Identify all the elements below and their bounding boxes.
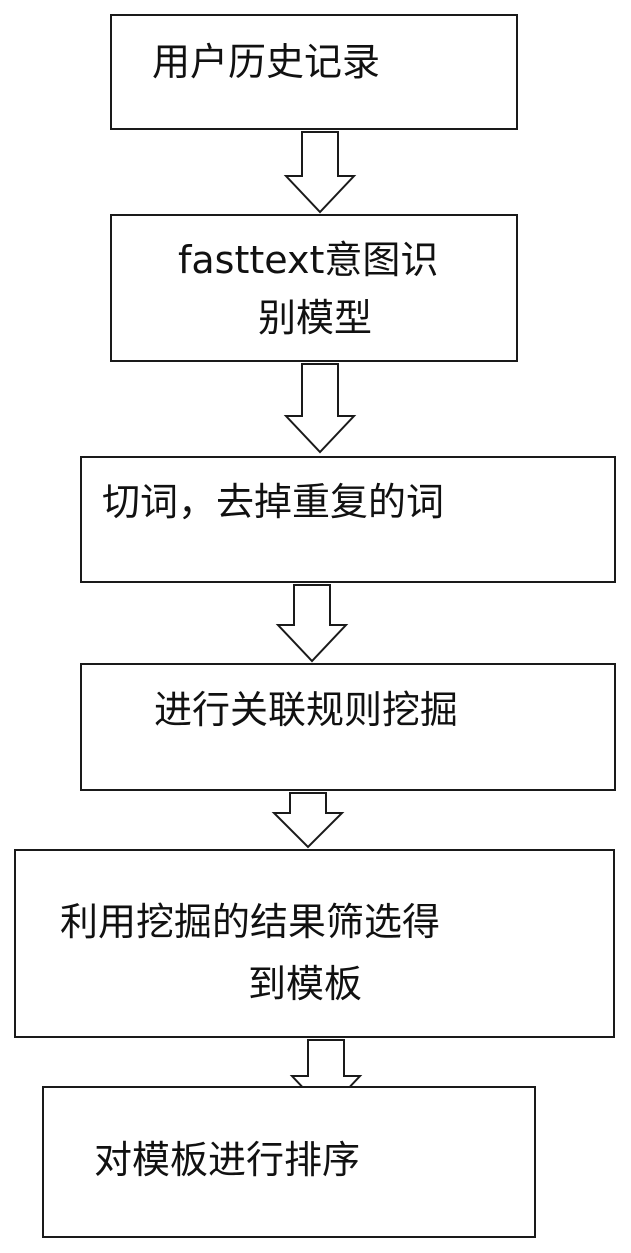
- step-2-text-line-2: 别模型: [258, 296, 373, 340]
- step-box-1: [110, 14, 518, 130]
- step-box-4: [80, 663, 616, 791]
- step-6-text: 对模板进行排序: [94, 1138, 361, 1182]
- down-arrow-icon: [275, 584, 349, 663]
- step-box-6: [42, 1086, 536, 1238]
- down-arrow-icon: [271, 792, 345, 849]
- step-box-2: [110, 214, 518, 362]
- step-box-3: [80, 456, 616, 583]
- step-1-text: 用户历史记录: [152, 40, 381, 84]
- step-5-text-line-2: 到模板: [248, 962, 363, 1006]
- step-2-text-line-1: fasttext意图识: [178, 238, 439, 282]
- step-4-text: 进行关联规则挖掘: [154, 688, 459, 732]
- step-5-text-line-1: 利用挖掘的结果筛选得: [60, 900, 441, 944]
- step-box-5: [14, 849, 615, 1038]
- down-arrow-icon: [283, 363, 357, 454]
- step-3-text: 切词，去掉重复的词: [102, 480, 445, 524]
- down-arrow-icon: [283, 131, 357, 214]
